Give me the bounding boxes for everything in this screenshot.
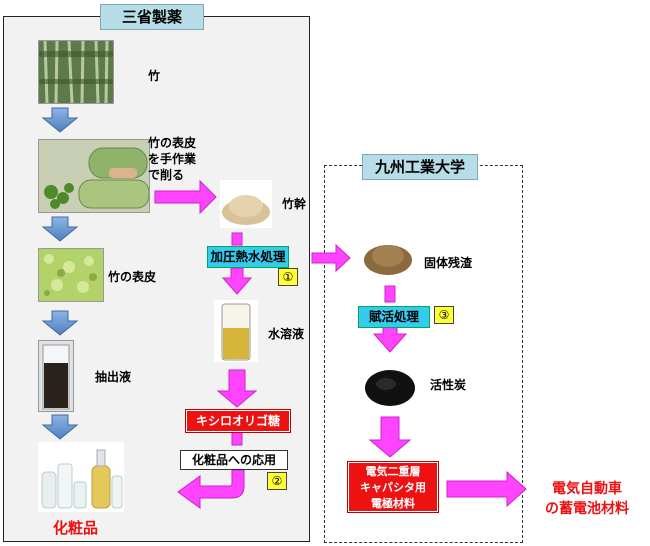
label-peeling: 竹の表皮 を手作業 で削る [148, 135, 196, 183]
electrode-line3: 電極材料 [371, 497, 415, 510]
magenta-arrow-carbon-down [368, 416, 412, 458]
label-trunk: 竹幹 [282, 197, 307, 211]
label-carbon: 活性炭 [430, 378, 467, 392]
cosmetics-photo [38, 442, 124, 512]
num-1-badge: ① [278, 268, 298, 286]
num-3-badge: ③ [434, 306, 454, 324]
extract-photo [38, 340, 74, 412]
xylo-box: キシロオリゴ糖 [185, 409, 291, 433]
magenta-arrow-xylo-down [231, 429, 243, 446]
blue-arrow-2 [41, 216, 79, 242]
application-box: 化粧品への応用 [180, 450, 288, 470]
magenta-arrow-to-cosmetics [177, 469, 245, 509]
sanshou-title: 三省製薬 [100, 4, 204, 30]
electrode-line2: キャパシタ用 [360, 481, 426, 494]
label-aqueous: 水溶液 [268, 327, 305, 341]
blue-arrow-3 [41, 310, 79, 336]
magenta-arrow-to-residue [311, 243, 351, 273]
cosmetics-label: 化粧品 [53, 519, 99, 537]
electrode-box: 電気二重層 キャパシタ用 電極材料 [347, 461, 439, 513]
magenta-arrow-aqueous-down [216, 369, 258, 408]
process-3-box: 賦活処理 [358, 306, 430, 328]
magenta-arrow-to-ev [446, 470, 527, 508]
process-1-box: 加圧熱水処理 [207, 246, 289, 268]
label-peeling-line1: 竹の表皮 [148, 136, 197, 150]
magenta-arrow-residue-down [384, 285, 396, 303]
aqueous-photo [214, 300, 258, 362]
electrode-line1: 電気二重層 [365, 465, 421, 478]
kyutech-title: 九州工業大学 [362, 154, 478, 180]
label-epidermis: 竹の表皮 [108, 270, 157, 284]
trunk-powder-photo [220, 180, 272, 228]
label-bamboo: 竹 [148, 69, 161, 83]
epidermis-photo [38, 248, 104, 302]
bamboo-photo [38, 40, 114, 104]
magenta-arrow-process1-down [221, 267, 253, 295]
label-peeling-line3: で削る [148, 168, 185, 182]
ev-label: 電気自動車 の蓄電池材料 [530, 479, 644, 519]
magenta-arrow-peel [154, 179, 217, 215]
label-extract: 抽出液 [95, 370, 132, 384]
num-2-badge: ② [267, 472, 287, 490]
label-peeling-line2: を手作業 [148, 152, 197, 166]
blue-arrow-4 [41, 414, 79, 440]
peeling-photo [38, 139, 150, 213]
label-residue: 固体残渣 [424, 256, 473, 270]
ev-line1: 電気自動車 [552, 481, 622, 497]
magenta-arrow-trunk-down [231, 232, 243, 246]
blue-arrow-1 [41, 107, 79, 133]
residue-photo [362, 230, 414, 282]
carbon-photo [362, 358, 418, 412]
magenta-arrow-process3-down [372, 324, 408, 353]
ev-line2: の蓄電池材料 [545, 501, 629, 517]
